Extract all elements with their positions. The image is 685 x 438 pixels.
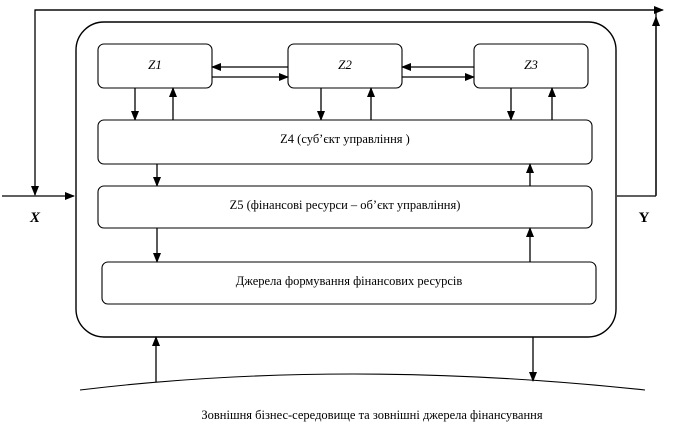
z4-label: Z4 (суб’єкт управління ): [280, 132, 410, 146]
system-boundary: [75, 21, 617, 338]
z2-label: Z2: [338, 57, 352, 72]
z5-box: [97, 185, 593, 229]
z5-label: Z5 (фінансові ресурси – об’єкт управлінн…: [230, 198, 461, 212]
sources-box: [101, 261, 597, 305]
sources-label: Джерела формування фінансових ресурсів: [236, 274, 463, 288]
input-label: X: [29, 210, 41, 226]
z3-label: Z3: [524, 57, 538, 72]
z3-box: [473, 43, 589, 89]
z1-label: Z1: [148, 57, 162, 72]
environment-boundary-curve: [79, 373, 646, 391]
output-label: Y: [639, 210, 650, 226]
environment-label: Зовнішня бізнес-середовище та зовнішні д…: [201, 408, 542, 422]
z4-box: [97, 119, 593, 165]
